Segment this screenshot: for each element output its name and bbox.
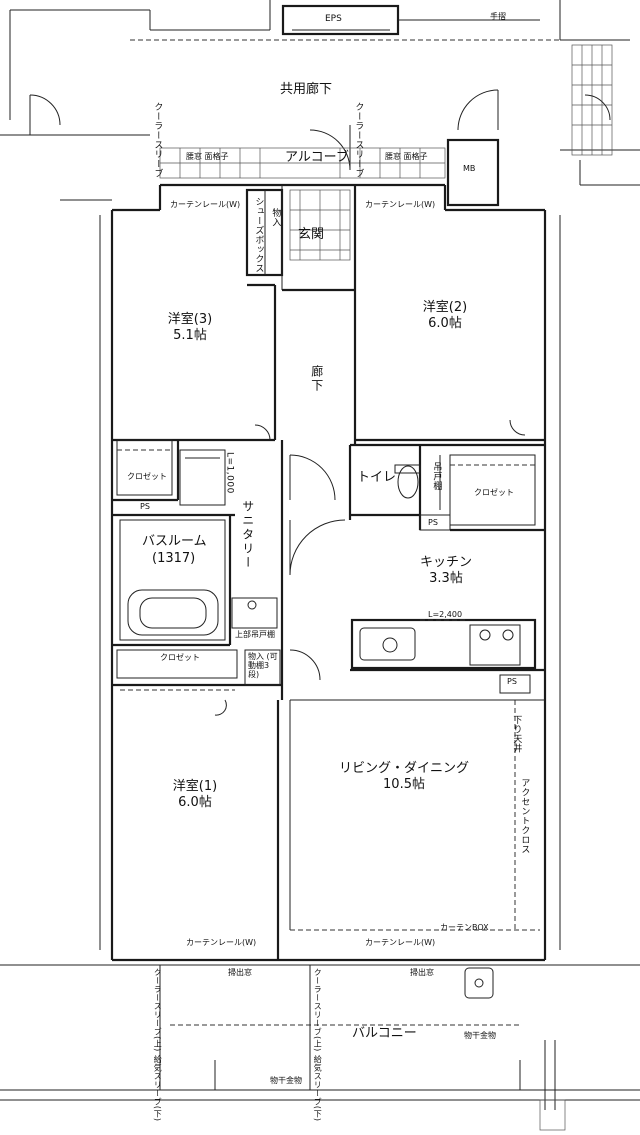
curtain-rail-bottom-left-label: カーテンレール(W) — [186, 938, 257, 947]
alcove-label: アルコーブ — [285, 150, 349, 165]
ps-3-label: PS — [507, 677, 517, 686]
drying-hardware-bottom-label: 物干金物 — [270, 1076, 302, 1085]
ps-1-label: PS — [140, 502, 150, 511]
closet-1-label: クロゼット — [127, 472, 167, 481]
window-grille-left-label: 腰窓 面格子 — [186, 152, 229, 161]
western-room-3-label: 洋室(3) — [167, 312, 213, 327]
corridor-doors — [29, 89, 611, 171]
balcony-label: バルコニー — [352, 1026, 417, 1041]
sweep-window-right-label: 掃出窓 — [410, 968, 434, 977]
mb-label: MB — [463, 164, 476, 173]
storage-shelf-label: 物入 (可動棚3段) — [248, 652, 278, 680]
window-grille-right-label: 腰窓 面格子 — [385, 152, 428, 161]
entrance-label: 玄関 — [298, 227, 325, 242]
western-room-2-size: 6.0帖 — [428, 316, 462, 331]
outer-walls — [60, 183, 561, 962]
kitchen-length-label: L=2,400 — [428, 610, 463, 619]
kitchen-label: キッチン — [419, 555, 473, 570]
sleeve-bottom-right-label: クーラースリーブ(上) 給気スリーブ(下) — [313, 968, 323, 1122]
cooler-sleeve-right-label: クーラースリーブ — [353, 102, 364, 178]
curtain-rail-top-left-label: カーテンレール(W) — [170, 200, 241, 209]
bathroom-label: バスルーム — [142, 534, 207, 549]
handrail-label: 手摺 — [490, 12, 506, 21]
western-room-1-size: 6.0帖 — [178, 795, 212, 810]
western-room-3-size: 5.1帖 — [173, 328, 207, 343]
interior-walls — [112, 185, 545, 960]
curtain-rail-top-right-label: カーテンレール(W) — [365, 200, 436, 209]
alcove-band — [159, 147, 446, 179]
common-corridor-label: 共用廊下 — [280, 82, 333, 97]
ps-2-label: PS — [428, 518, 438, 527]
curtain-box-label: カーテンBOX — [440, 923, 489, 932]
handrail-grid — [571, 44, 640, 186]
washstand-label: L=1,000 — [224, 452, 235, 494]
drying-hardware-right-label: 物干金物 — [464, 1031, 496, 1040]
sleeve-bottom-left-label: クーラースリーブ(上) 給気スリーブ(下) — [153, 968, 163, 1122]
western-room-2-label: 洋室(2) — [422, 300, 468, 315]
toilet-shelf-label: 吊戸棚 — [431, 462, 442, 491]
sweep-window-left-label: 掃出窓 — [228, 968, 252, 977]
shoes-box-label: シューズボックス — [253, 197, 264, 273]
storage-entrance-label: 物入 — [270, 208, 281, 227]
bathroom-size: (1317) — [152, 551, 196, 566]
sanitary-label: サニタリー — [240, 500, 255, 570]
dropped-ceiling-label: 下り天井 — [511, 715, 522, 753]
accent-cloth-label: アクセントクロス — [519, 778, 530, 854]
balcony-area — [0, 964, 640, 1131]
closet-2-label: クロゼット — [474, 488, 514, 497]
hallway-label: 廊下 — [309, 365, 324, 393]
closet-3-label: クロゼット — [160, 653, 200, 662]
eps-label: EPS — [325, 14, 342, 24]
washer-cabinet-label: 上部吊戸棚 — [235, 630, 275, 639]
toilet-label: トイレ — [357, 470, 397, 485]
curtain-rail-bottom-right-label: カーテンレール(W) — [365, 938, 436, 947]
kitchen-size: 3.3帖 — [429, 571, 463, 586]
living-dining-size: 10.5帖 — [383, 777, 425, 792]
cooler-sleeve-left-label: クーラースリーブ — [152, 102, 163, 178]
top-building-lines — [0, 0, 640, 151]
western-room-1-label: 洋室(1) — [172, 779, 218, 794]
mb-box — [446, 138, 500, 207]
living-dining-label: リビング・ダイニング — [338, 761, 470, 776]
